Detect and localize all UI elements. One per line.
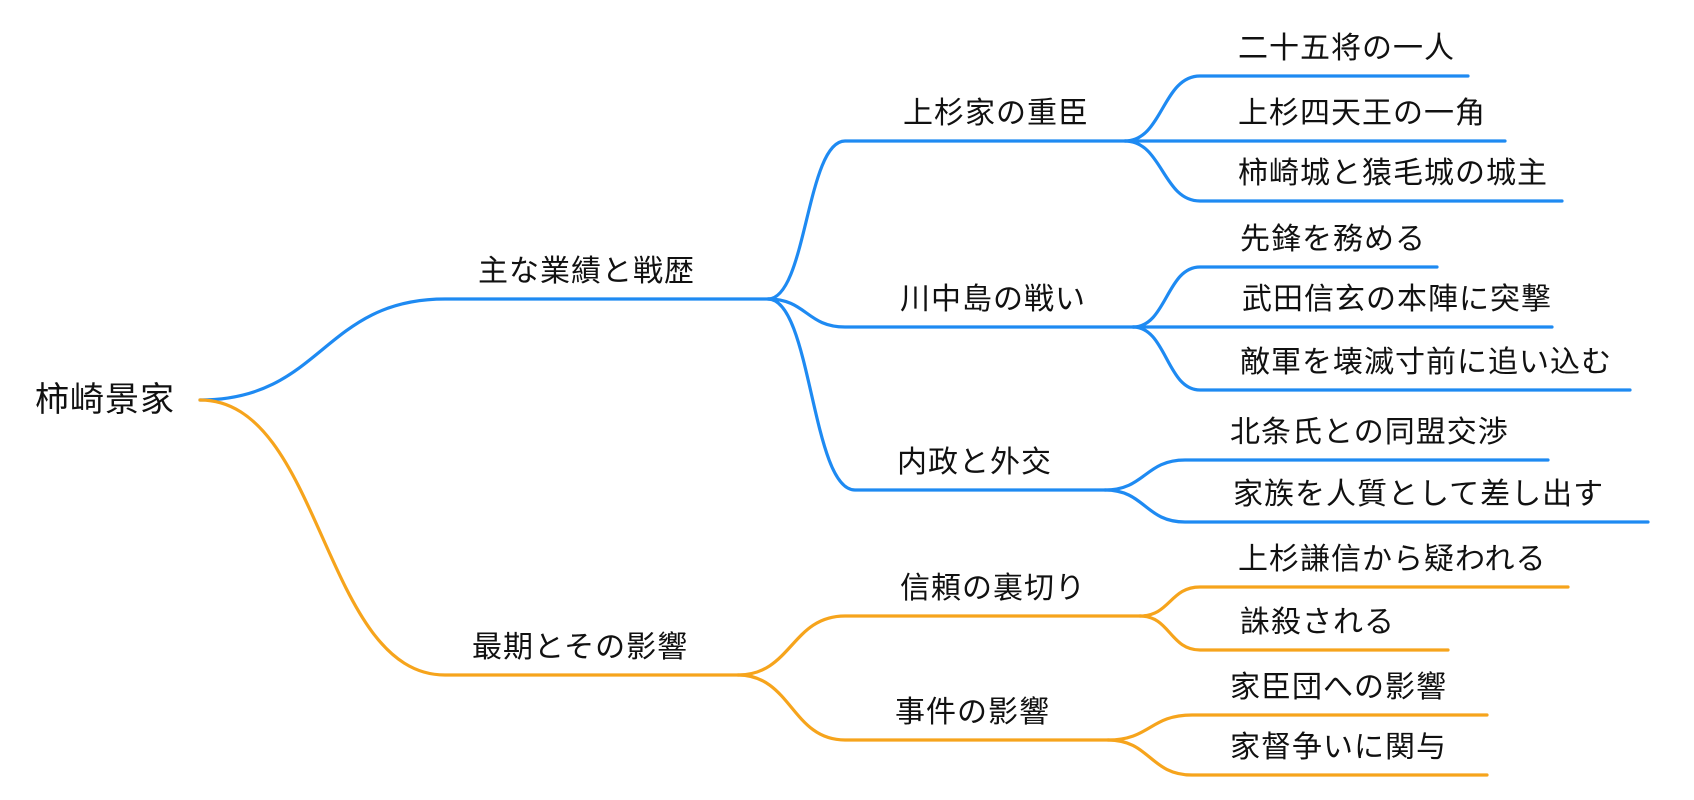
branch-link-n5	[766, 297, 1107, 492]
branch-link-n10	[1123, 139, 1564, 203]
branch-link-n19	[1106, 738, 1489, 777]
node-label-n19: 家督争いに関与	[1230, 731, 1447, 764]
node-label-n12: 武田信玄の本陣に突撃	[1242, 283, 1552, 316]
branch-link-n7	[736, 673, 1110, 742]
branch-link-n1	[198, 297, 770, 402]
branch-link-n11	[1131, 265, 1439, 329]
node-label-n13: 敵軍を壊滅寸前に追い込む	[1240, 346, 1612, 379]
node-label-n2: 最期とその影響	[472, 631, 689, 664]
node-label-n11: 先鋒を務める	[1240, 223, 1426, 256]
branch-link-n4	[766, 297, 1135, 329]
node-label-n18: 家臣団への影響	[1230, 671, 1447, 704]
branch-link-n17	[1138, 614, 1450, 652]
branch-link-n6	[736, 614, 1142, 677]
branch-link-n18	[1106, 713, 1489, 742]
root-node-label: 柿崎景家	[35, 381, 175, 419]
branch-link-n2	[198, 398, 740, 677]
node-label-n10: 柿崎城と猿毛城の城主	[1238, 157, 1548, 190]
branch-link-n3	[766, 139, 1127, 301]
branch-link-n13	[1131, 325, 1632, 392]
node-label-n7: 事件の影響	[895, 696, 1050, 729]
branch-link-n14	[1103, 458, 1550, 492]
branch-link-n8	[1123, 74, 1470, 143]
node-label-n1: 主な業績と戦歴	[478, 255, 695, 288]
node-label-n5: 内政と外交	[897, 446, 1052, 479]
node-label-n16: 上杉謙信から疑われる	[1238, 543, 1547, 576]
branch-link-n16	[1138, 585, 1570, 618]
node-label-n17: 誅殺される	[1240, 606, 1395, 639]
branch-link-n15	[1103, 488, 1650, 524]
node-label-n4: 川中島の戦い	[900, 283, 1086, 316]
node-label-n9: 上杉四天王の一角	[1238, 97, 1486, 130]
node-label-n15: 家族を人質として差し出す	[1233, 478, 1605, 511]
node-label-n6: 信頼の裏切り	[900, 572, 1086, 605]
node-label-n3: 上杉家の重臣	[903, 97, 1089, 130]
node-label-n8: 二十五将の一人	[1238, 32, 1455, 65]
node-label-n14: 北条氏との同盟交渉	[1230, 416, 1509, 449]
